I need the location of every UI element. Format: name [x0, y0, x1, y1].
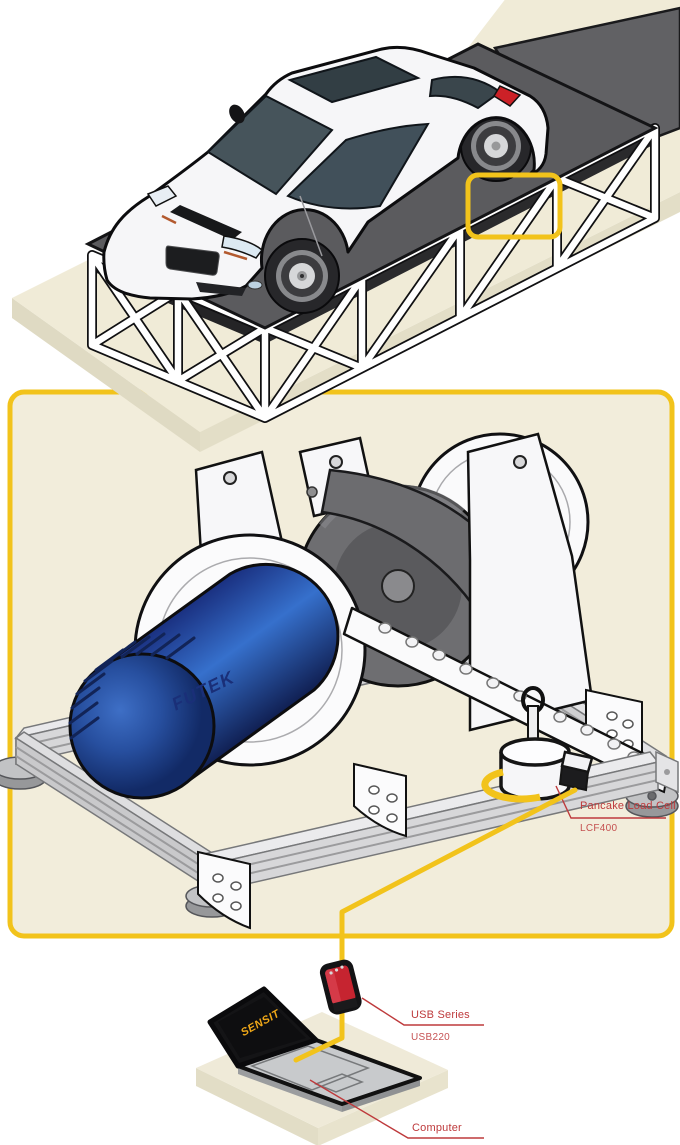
- laptop-keyboard: [249, 1045, 371, 1091]
- windshield: [206, 94, 334, 196]
- headlight-left: [146, 185, 178, 207]
- load-cell-model: LCF400: [580, 823, 618, 835]
- side-mirror: [229, 104, 245, 124]
- futek-motor: FUTEK: [68, 562, 340, 800]
- sunroof: [287, 55, 421, 104]
- computer-label: Computer: [412, 1122, 462, 1134]
- zoom-highlight-box: [465, 172, 563, 240]
- turn-signals: [161, 214, 248, 261]
- fog-light: [247, 280, 263, 290]
- usb-leader-line: [361, 997, 484, 1026]
- detail-callout-box: FUTEK: [0, 389, 679, 939]
- rear-window: [428, 75, 502, 110]
- grille: [165, 245, 220, 276]
- car-platform-scene: [12, 0, 680, 452]
- lower-intake: [196, 282, 246, 296]
- usb-dac: [319, 959, 362, 1015]
- callout-computer: Computer: [412, 1122, 462, 1134]
- usb-label: USB Series: [411, 1009, 470, 1021]
- laptop-touchpad: [313, 1073, 365, 1093]
- car-illustration: [102, 45, 550, 314]
- car-rear-wheel: [460, 110, 532, 182]
- callout-usb-series: USB Series USB220: [411, 1009, 470, 1043]
- laptop: SENSIT: [207, 986, 422, 1112]
- computer-scene: SENSIT: [196, 986, 448, 1145]
- base-gussets: [197, 762, 407, 930]
- hood-vent: [170, 205, 242, 240]
- headlight-right: [221, 235, 264, 259]
- car-glass: [206, 55, 502, 210]
- usb-model: USB220: [411, 1032, 451, 1044]
- motor-end-cap: [68, 652, 216, 800]
- callout-pancake-load-cell: Pancake Load Cell LCF400: [580, 800, 676, 834]
- load-cell-label: Pancake Load Cell: [580, 800, 676, 812]
- door-seam: [299, 195, 323, 257]
- side-window: [286, 122, 430, 210]
- laptop-screen: [218, 997, 306, 1058]
- car-front-wheel: [264, 238, 340, 314]
- motor-fins: [68, 632, 196, 740]
- computer-leader-line: [309, 1079, 484, 1139]
- taillight: [492, 85, 522, 107]
- load-cell-label-band: [481, 768, 541, 803]
- load-cell-connector: [558, 764, 590, 792]
- pancake-load-cell: [481, 686, 594, 803]
- pivot-bolt: [329, 455, 343, 469]
